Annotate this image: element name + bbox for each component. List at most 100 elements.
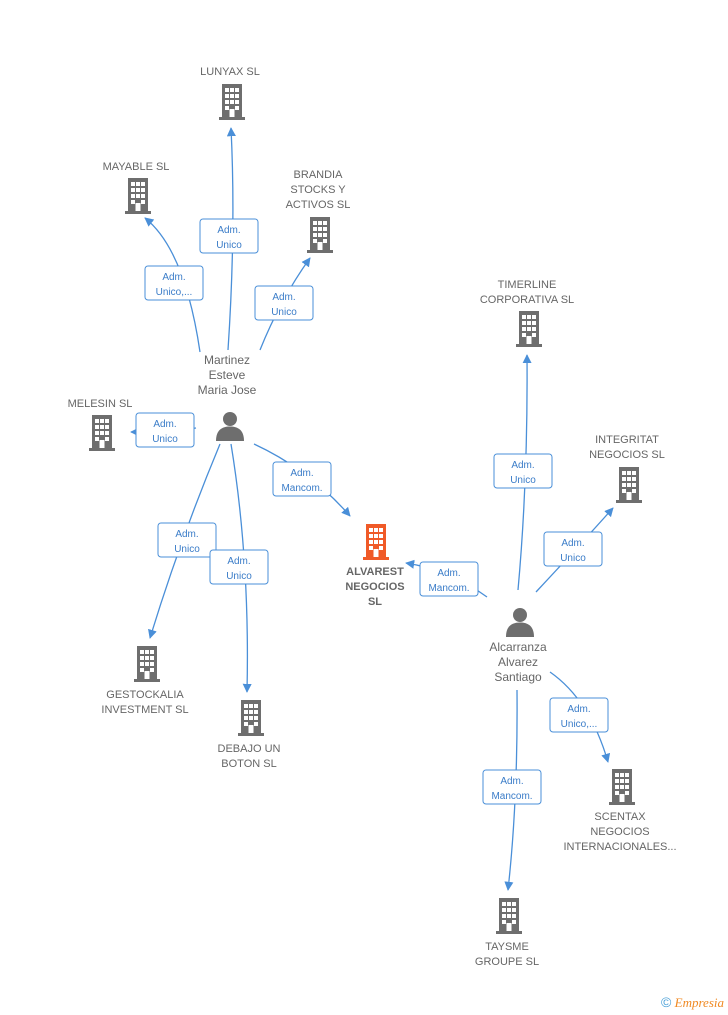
edge-label-box[interactable] (272, 461, 332, 497)
nodes-layer: LUNYAX SL MAYABLE SL BRANDIA STOCKS Y ACTIVO… (68, 66, 677, 968)
edge-label-text: Adm. (272, 292, 295, 303)
edge-label-text: Adm. (217, 225, 240, 236)
node-label: SCENTAX (594, 811, 646, 823)
node-label: BRANDIA (294, 169, 344, 181)
node-gestockalia[interactable]: GESTOCKALIA INVESTMENT SL (101, 646, 189, 716)
edge-label-box[interactable] (157, 522, 217, 558)
edge-label-text: Unico (510, 475, 536, 486)
edge-label-text: Mancom. (428, 583, 469, 594)
node-label: GROUPE SL (475, 956, 539, 968)
edge-label-box[interactable] (543, 531, 603, 567)
copyright-icon: © (660, 994, 672, 1010)
edge-label-text: Unico,... (561, 719, 598, 730)
node-alvarest[interactable]: ALVAREST NEGOCIOS SL (345, 524, 405, 608)
person-icon (506, 608, 534, 637)
edge-martinez-melesin: Adm. Unico (130, 412, 197, 448)
edge-label-text: Adm. (437, 568, 460, 579)
building-icon (125, 178, 151, 214)
edges-layer: Adm.UnicoAdm.Unico,...Adm.UnicoAdm.Unico… (130, 127, 614, 891)
building-icon (134, 646, 160, 682)
edge-alcarranza-taysme: Adm.Mancom. (482, 689, 542, 891)
node-label: GESTOCKALIA (106, 689, 184, 701)
building-icon (219, 84, 245, 120)
node-mayable[interactable]: MAYABLE SL (103, 161, 170, 214)
node-label: Esteve (209, 368, 246, 382)
node-label: INTEGRITAT (595, 434, 659, 446)
node-label: MELESIN SL (68, 398, 133, 410)
edge-alcarranza-integritat: Adm.Unico (535, 507, 614, 593)
node-label: Alvarez (498, 655, 538, 669)
edge-label-text: Unico (216, 240, 242, 251)
node-label: CORPORATIVA SL (480, 294, 574, 306)
edge-label-text: Unico,... (156, 287, 193, 298)
edge-label-text: Adm. (153, 419, 176, 430)
node-label: Martinez (204, 353, 250, 367)
brand-logo[interactable]: Empresia (674, 995, 724, 1010)
node-brandia[interactable]: BRANDIA STOCKS Y ACTIVOS SL (286, 169, 351, 253)
node-label: ACTIVOS SL (286, 199, 351, 211)
edge-label-text: Unico (271, 307, 297, 318)
edge-label-box[interactable] (135, 412, 195, 448)
node-label: NEGOCIOS (345, 581, 404, 593)
edge-martinez-brandia: Adm. Unico (254, 257, 314, 351)
node-label: LUNYAX SL (200, 66, 260, 78)
node-label: NEGOCIOS SL (589, 449, 665, 461)
edge-martinez-mayable: Adm. Unico,... (144, 217, 204, 353)
node-label: Santiago (494, 670, 542, 684)
node-melesin[interactable]: MELESIN SL (68, 398, 133, 451)
edge-label-box[interactable] (144, 265, 204, 301)
edge-martinez-gestockalia: Adm. Unico (148, 443, 221, 639)
edge-label-text: Adm. (175, 529, 198, 540)
node-label: DEBAJO UN (218, 743, 281, 755)
edge-label-box[interactable] (199, 218, 259, 254)
building-icon (496, 898, 522, 934)
edge-label-box[interactable] (482, 769, 542, 805)
node-timerline[interactable]: TIMERLINE CORPORATIVA SL (480, 279, 574, 347)
edge-label-box[interactable] (254, 285, 314, 321)
edge-martinez-alvarest: Adm. Mancom. (253, 443, 351, 517)
node-label: SL (368, 596, 382, 608)
edge-label-text: Adm. (511, 460, 534, 471)
edge-label-box[interactable] (549, 697, 609, 733)
edge-label-text: Unico (226, 571, 252, 582)
edge-label-text: Mancom. (281, 483, 322, 494)
footer: © Empresia (661, 994, 724, 1011)
node-label: INVESTMENT SL (101, 704, 188, 716)
node-label: ALVAREST (346, 566, 404, 578)
building-icon (363, 524, 389, 560)
edge-label-text: Adm. (162, 272, 185, 283)
node-scentax[interactable]: SCENTAX NEGOCIOS INTERNACIONALES... (563, 769, 677, 853)
edge-label-text: Adm. (561, 538, 584, 549)
edge-label-text: Adm. (290, 468, 313, 479)
node-label: BOTON SL (221, 758, 276, 770)
node-label: NEGOCIOS (590, 826, 649, 838)
node-label: MAYABLE SL (103, 161, 170, 173)
person-icon (216, 412, 244, 441)
node-debajo[interactable]: DEBAJO UN BOTON SL (218, 700, 281, 770)
edge-alcarranza-timerline: Adm. Unico (493, 354, 553, 591)
edge-label-text: Unico (152, 434, 178, 445)
building-icon (307, 217, 333, 253)
node-label: STOCKS Y (290, 184, 346, 196)
edge-martinez-debajo: Adm.Unico (209, 443, 269, 693)
node-label: INTERNACIONALES... (563, 841, 676, 853)
edge-label-box[interactable] (419, 561, 479, 597)
edge-label-box[interactable] (493, 453, 553, 489)
building-icon (616, 467, 642, 503)
node-label: Maria Jose (198, 383, 257, 397)
node-integritat[interactable]: INTEGRITAT NEGOCIOS SL (589, 434, 665, 503)
edge-label-text: Unico (174, 544, 200, 555)
node-label: Alcarranza (489, 640, 547, 654)
edge-label-text: Mancom. (491, 791, 532, 802)
building-icon (238, 700, 264, 736)
edge-alcarranza-alvarest: Adm. Mancom. (405, 559, 488, 598)
node-lunyax[interactable]: LUNYAX SL (200, 66, 260, 120)
edge-label-text: Adm. (567, 704, 590, 715)
edge-alcarranza-scentax: Adm. Unico,... (549, 671, 611, 763)
edge-label-box[interactable] (209, 549, 269, 585)
node-label: TIMERLINE (498, 279, 557, 291)
